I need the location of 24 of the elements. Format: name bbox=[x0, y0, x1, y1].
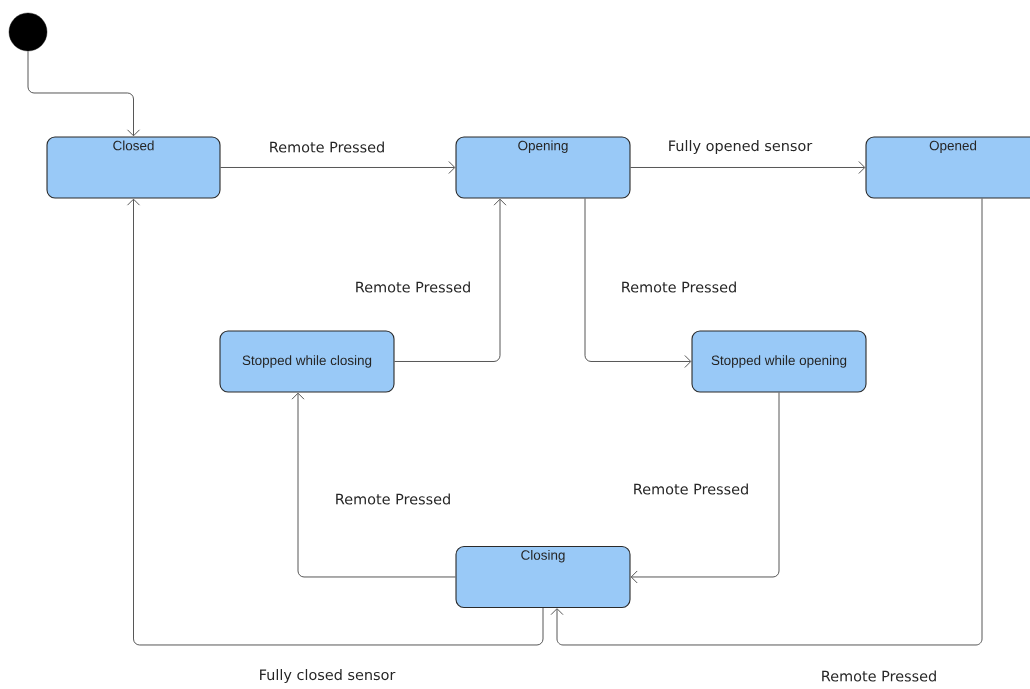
edge-label: Remote Pressed bbox=[619, 280, 739, 294]
transition-arrow bbox=[27, 50, 140, 137]
state-box: Opening bbox=[455, 136, 631, 199]
edge-label: Remote Pressed bbox=[333, 492, 453, 506]
edge-label: Remote Pressed bbox=[819, 669, 939, 683]
transition-arrow bbox=[127, 198, 544, 646]
edge-label: Remote Pressed bbox=[631, 482, 751, 496]
initial-state-dot bbox=[8, 12, 48, 52]
transition-arrow bbox=[630, 161, 866, 174]
transition-arrow bbox=[394, 198, 507, 362]
transition-arrow bbox=[220, 161, 456, 174]
edge-label: Remote Pressed bbox=[267, 140, 387, 154]
state-box: Opened bbox=[865, 136, 1030, 199]
state-box: Closed bbox=[46, 136, 221, 199]
state-box: Closing bbox=[455, 545, 631, 609]
edge-label: Remote Pressed bbox=[353, 280, 473, 294]
edge-label: Fully closed sensor bbox=[257, 668, 397, 684]
transition-arrow bbox=[630, 392, 780, 584]
transition-arrow bbox=[584, 198, 692, 368]
state-box: Stopped while opening bbox=[691, 330, 867, 393]
transition-arrow bbox=[291, 392, 456, 578]
state-box: Stopped while closing bbox=[219, 330, 395, 393]
edge-label: Fully opened sensor bbox=[666, 139, 814, 155]
transition-arrow bbox=[550, 198, 983, 646]
